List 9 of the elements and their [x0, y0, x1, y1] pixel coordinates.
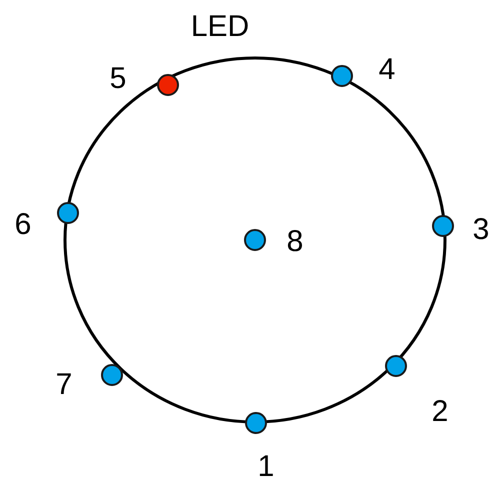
- position-label: 8: [286, 227, 304, 257]
- position-label: 5: [110, 64, 126, 94]
- position-label: 1: [258, 452, 274, 482]
- position-label: 7: [56, 370, 72, 400]
- position-label: 2: [432, 397, 448, 427]
- position-label: 6: [14, 210, 32, 240]
- position-label: LED: [190, 12, 250, 42]
- position-label: 3: [472, 215, 489, 245]
- position-label: 4: [378, 55, 396, 85]
